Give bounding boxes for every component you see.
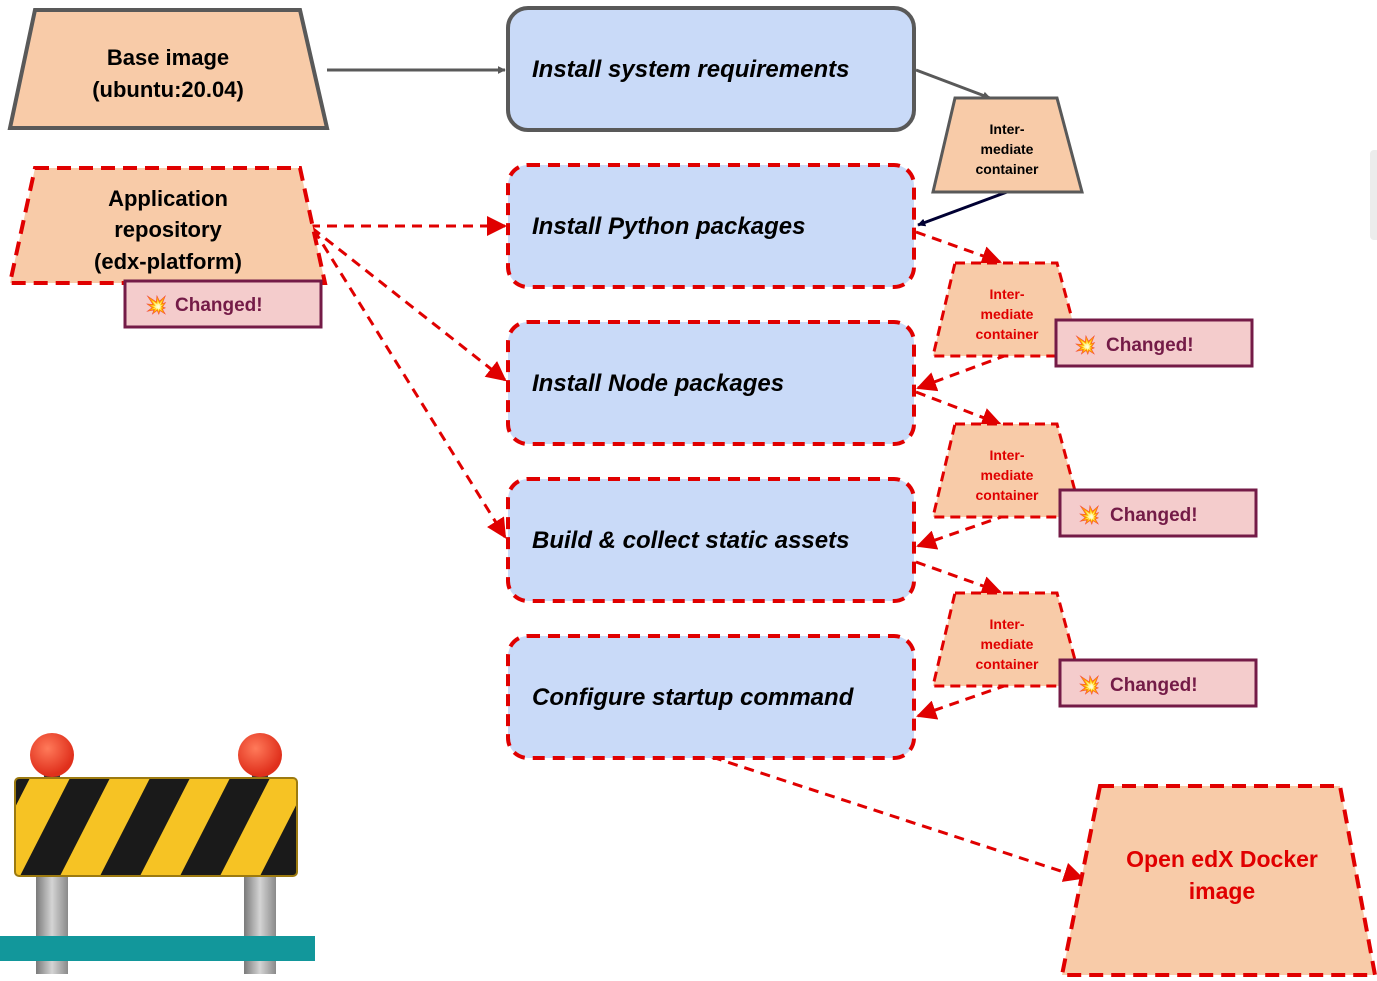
arrow-static-to-container [915, 560, 1002, 596]
container-line2: mediate [981, 636, 1034, 652]
arrow-python-to-container [915, 230, 1002, 266]
step-label: Install system requirements [532, 56, 849, 83]
output-line2: image [1189, 878, 1255, 904]
container-line1: Inter- [990, 286, 1025, 302]
step-configure-startup: Configure startup command [506, 634, 916, 760]
changed-badge-repo: 💥 Changed! [123, 279, 323, 329]
step-label: Install Python packages [532, 213, 805, 240]
arrow-node-to-container [915, 390, 1002, 427]
arrow-startup-to-image [711, 755, 1084, 882]
changed-badge-static: 💥 Changed! [1058, 658, 1258, 708]
edge-shadow [1370, 150, 1377, 240]
changed-badge-label: Changed! [175, 295, 263, 316]
output-line1: Open edX Docker [1126, 846, 1318, 872]
step-label: Build & collect static assets [532, 527, 849, 554]
collision-icon: 💥 [1074, 334, 1096, 356]
step-label: Install Node packages [532, 370, 784, 397]
arrow-container-to-static [916, 513, 1008, 550]
changed-badge-label: Changed! [1110, 675, 1198, 696]
base-image-shape [7, 8, 330, 130]
container-line1: Inter- [990, 447, 1025, 463]
container-line3: container [975, 326, 1039, 342]
step-label: Configure startup command [532, 684, 855, 711]
collision-icon: 💥 [145, 294, 167, 316]
container-line3: container [975, 487, 1039, 503]
app-repo-line1: Application [108, 186, 228, 211]
base-image-line1: Base image [107, 45, 229, 70]
construction-barrier-icon [0, 733, 315, 974]
output-docker-image: Open edX Docker image [1059, 784, 1377, 977]
container-line1: Inter- [990, 121, 1025, 137]
intermediate-container-1: Inter- mediate container [931, 96, 1084, 194]
container-line1: Inter- [990, 616, 1025, 632]
changed-badge-python: 💥 Changed! [1054, 318, 1254, 368]
step-install-system: Install system requirements [506, 6, 916, 132]
step-install-node: Install Node packages [506, 320, 916, 446]
container-line3: container [975, 161, 1039, 177]
step-build-static: Build & collect static assets [506, 477, 916, 603]
container-line2: mediate [981, 467, 1034, 483]
arrow-repo-to-node [311, 226, 507, 382]
arrow-repo-to-static [312, 229, 507, 539]
collision-icon: 💥 [1078, 504, 1100, 526]
container-line2: mediate [981, 306, 1034, 322]
app-repo-line3: (edx-platform) [94, 249, 242, 274]
container-line2: mediate [981, 141, 1034, 157]
step-install-python: Install Python packages [506, 163, 916, 289]
arrow-container-to-python [917, 190, 1008, 227]
app-repo-line2: repository [114, 217, 222, 242]
changed-badge-node: 💥 Changed! [1058, 488, 1258, 538]
teal-bar [0, 936, 315, 961]
base-image-node: Base image (ubuntu:20.04) [7, 8, 330, 130]
arrows [310, 66, 1084, 882]
container-line3: container [975, 656, 1039, 672]
changed-badge-label: Changed! [1110, 505, 1198, 526]
arrow-container-to-node [916, 353, 1008, 392]
app-repo-node: Application repository (edx-platform) [7, 166, 328, 285]
arrow-system-to-container [915, 68, 991, 100]
app-repo-shape [7, 166, 328, 285]
base-image-line2: (ubuntu:20.04) [92, 77, 244, 102]
collision-icon: 💥 [1078, 674, 1100, 696]
arrow-container-to-startup [916, 683, 1008, 720]
changed-badge-label: Changed! [1106, 335, 1194, 356]
